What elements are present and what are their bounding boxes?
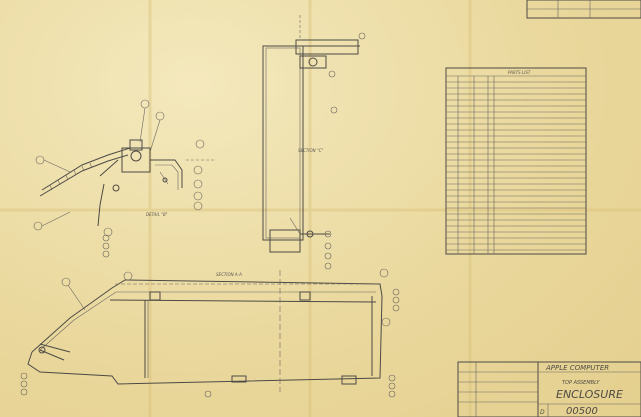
top-title-tab [526,0,641,19]
title-company: APPLE COMPUTER [545,364,609,372]
detail-b-label: DETAIL "B" [146,212,168,217]
title-block [457,361,641,417]
parts-list-table [445,67,587,255]
section-aa-drawing [20,268,400,398]
parts-list-rows [446,81,586,251]
title-number: 00500 [566,406,598,417]
title-subtitle: TOP ASSEMBLY [562,380,600,386]
title-main: ENCLOSURE [556,388,623,401]
parts-list-heading: PARTS LIST [508,70,531,75]
section-c-label: SECTION "C" [298,148,324,153]
section-aa-label: SECTION A-A [216,272,242,277]
title-size: D [540,409,545,416]
detail-b-drawing [33,99,214,258]
section-c-drawing [262,15,366,270]
